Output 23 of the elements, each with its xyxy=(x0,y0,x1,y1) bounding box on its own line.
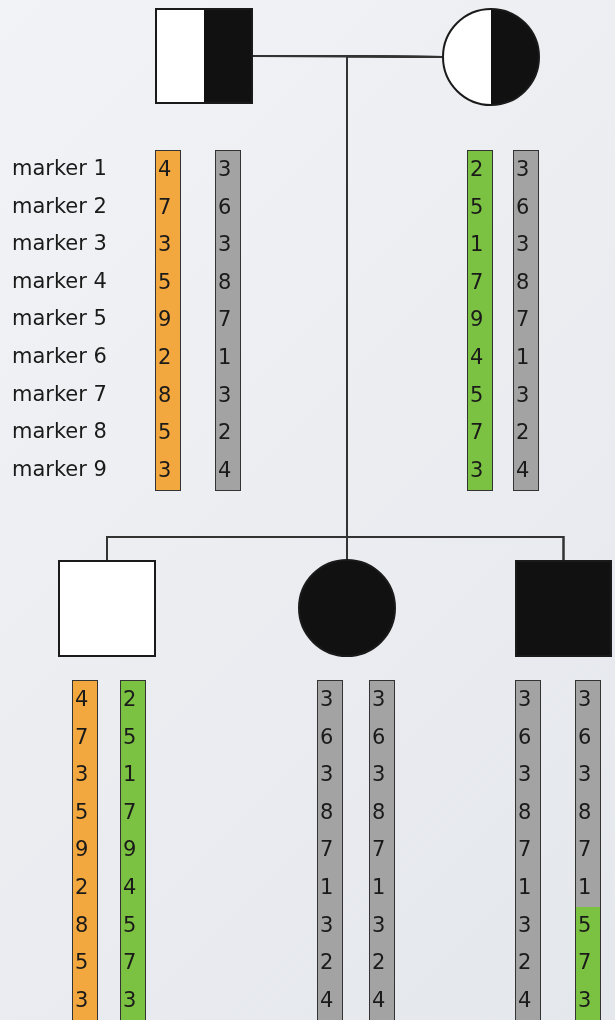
haplotype-bar: 3 6 3 8 7 1 5 7 3 xyxy=(575,680,601,1020)
pedigree-line xyxy=(346,55,565,561)
marker-label: marker 5 xyxy=(12,305,107,332)
haplotype-bar: 2 5 1 7 9 4 5 7 3 xyxy=(467,150,493,492)
male-square xyxy=(58,560,156,657)
haplotype-bar: 4 7 3 5 9 2 8 5 3 xyxy=(72,680,98,1020)
marker-label: marker 9 xyxy=(12,455,107,482)
haplotype-bar: 4 7 3 5 9 2 8 5 3 xyxy=(155,150,181,492)
haplotype-bar: 2 5 1 7 9 4 5 7 3 xyxy=(120,680,146,1020)
haplotype-bar: 3 6 3 8 7 1 3 2 4 xyxy=(369,680,395,1020)
haplotype-bar: 3 6 3 8 7 1 3 2 4 xyxy=(513,150,539,492)
haplotype-bar: 3 6 3 8 7 1 3 2 4 xyxy=(515,680,541,1020)
marker-label: marker 3 xyxy=(12,230,107,257)
marker-label: marker 2 xyxy=(12,192,107,219)
marker-label: marker 8 xyxy=(12,418,107,445)
marker-label: marker 4 xyxy=(12,267,107,294)
male-square xyxy=(155,8,253,104)
marker-label: marker 7 xyxy=(12,380,107,407)
haplotype-bar: 3 6 3 8 7 1 3 2 4 xyxy=(317,680,343,1020)
haplotype-bar: 3 6 3 8 7 1 3 2 4 xyxy=(215,150,241,492)
male-square xyxy=(515,560,612,657)
marker-label: marker 1 xyxy=(12,155,107,181)
marker-label: marker 6 xyxy=(12,343,107,369)
